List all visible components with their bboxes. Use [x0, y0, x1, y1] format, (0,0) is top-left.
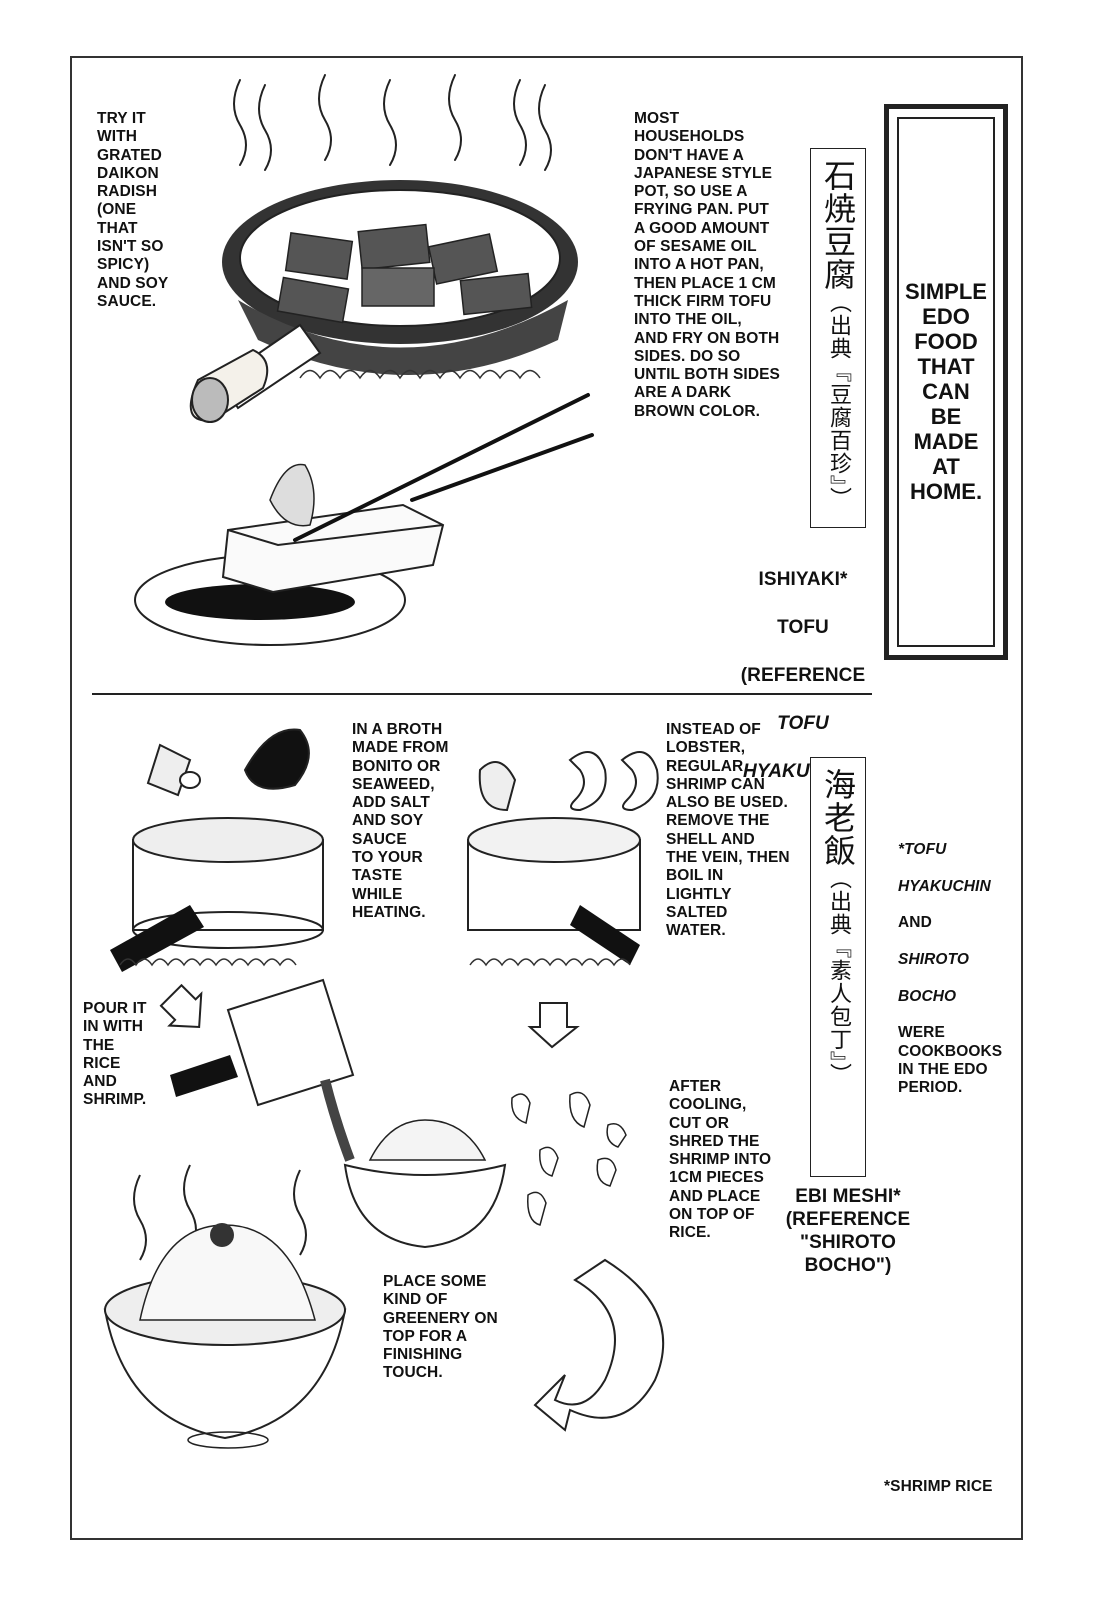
finished-bowl-icon [103, 1164, 347, 1449]
footnote-line2: HYAKUCHIN [898, 877, 991, 895]
step-pour-text: POUR IT IN WITH THE RICE AND SHRIMP. [83, 1000, 147, 1109]
salt-shaker-icon [146, 743, 201, 797]
ebi-jp-title: 海老飯 [819, 768, 857, 867]
steam-icon [233, 79, 247, 166]
tofu-jp-source: （出典『豆腐百珍』） [826, 291, 851, 510]
cookbook-footnote: *TOFU HYAKUCHIN AND SHIROTO BOCHO WERE C… [898, 823, 1002, 1116]
rice-bowl-icon [343, 1119, 507, 1249]
shrimp-rice-note: *SHRIMP RICE [884, 1478, 993, 1495]
frying-pan-icon [189, 180, 578, 423]
ebi-dish-name: EBI MESHI* (REFERENCE "SHIROTO BOCHO") [785, 1186, 911, 1276]
ebi-japanese-title-box: 海老飯（出典『素人包丁』） [810, 757, 866, 1177]
step-shrimp-text: INSTEAD OF LOBSTER, REGULAR SHRIMP CAN A… [666, 721, 790, 940]
tofu-instructions-text: MOST HOUSEHOLDS DON'T HAVE A JAPANESE ST… [634, 110, 780, 420]
footnote-line4: SHIROTO [898, 951, 970, 969]
arrow-down-icon [159, 983, 580, 1049]
footnote-line5: BOCHO [898, 987, 957, 1005]
tofu-ref-line1: TOFU [777, 713, 829, 734]
page-frame [70, 56, 1023, 1540]
tofu-tip-text: TRY IT WITH GRATED DAIKON RADISH (ONE TH… [97, 110, 169, 310]
tofu-jp-title: 石焼豆腐 [819, 159, 857, 291]
shrimp-pieces-icon [511, 1091, 627, 1226]
tofu-japanese-title: 石焼豆腐（出典『豆腐百珍』） [815, 159, 861, 510]
ebi-jp-source: （出典『素人包丁』） [826, 867, 851, 1086]
shrimp-pot-icon [467, 817, 641, 967]
page-title: SIMPLE EDO FOOD THAT CAN BE MADE AT HOME… [905, 279, 987, 504]
footnote-line1: *TOFU [898, 841, 947, 859]
tofu-japanese-title-box: 石焼豆腐（出典『豆腐百珍』） [810, 148, 866, 528]
step-cut-text: AFTER COOLING, CUT OR SHRED THE SHRIMP I… [669, 1078, 772, 1242]
step-broth-text: IN A BROTH MADE FROM BONITO OR SEAWEED, … [352, 721, 449, 921]
tofu-name-line3: (REFERENCE [740, 665, 866, 686]
tofu-dish-name: ISHIYAKI* TOFU (REFERENCE TOFU HYAKUCHIN… [718, 544, 888, 808]
tofu-plate-icon [134, 393, 594, 646]
curved-arrow-icon [533, 1258, 665, 1432]
tofu-name-line2: TOFU [777, 617, 829, 638]
title-box-inner: SIMPLE EDO FOOD THAT CAN BE MADE AT HOME… [897, 117, 995, 647]
section-divider [92, 693, 872, 695]
step-greenery-text: PLACE SOME KIND OF GREENERY ON TOP FOR A… [383, 1273, 498, 1382]
footnote-line6: WERE COOKBOOKS IN THE EDO PERIOD. [898, 1024, 1003, 1097]
broth-pot-icon [110, 817, 324, 972]
title-box: SIMPLE EDO FOOD THAT CAN BE MADE AT HOME… [884, 104, 1008, 660]
tofu-name-line1: ISHIYAKI* [758, 569, 848, 590]
soy-sauce-icon [243, 728, 310, 790]
pouring-pot-icon [170, 978, 355, 1162]
ebi-japanese-title: 海老飯（出典『素人包丁』） [815, 768, 861, 1086]
footnote-line3: AND [898, 914, 932, 932]
shrimp-icon [478, 751, 659, 812]
